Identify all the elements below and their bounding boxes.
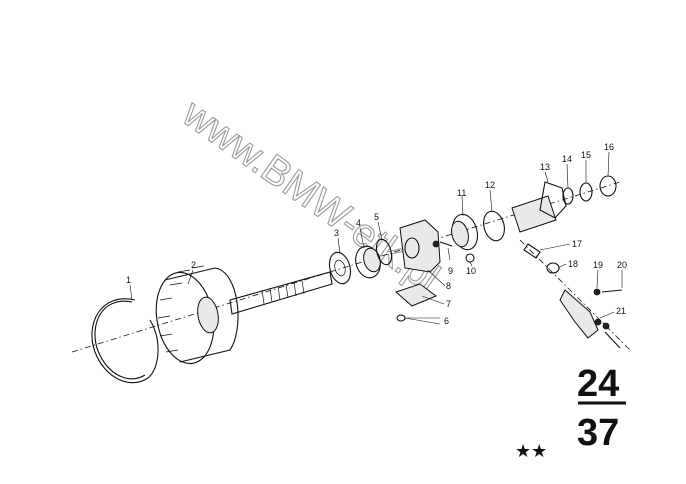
callout-5: 5 [374,212,379,222]
callout-20: 20 [617,260,627,270]
callout-11: 11 [457,188,466,198]
group-number-top: 24 [577,363,619,405]
ring-18-part [546,262,560,274]
callout-6: 6 [444,316,449,326]
callout-19: 19 [593,260,603,270]
callout-10: 10 [466,266,476,276]
output-housing-part [511,181,567,233]
bolt-17-part [523,243,541,259]
callout-13: 13 [540,162,550,172]
clutch-drum-part [155,265,239,365]
group-number: 24 37 [577,363,626,454]
washer-part [328,251,352,285]
needle-bearing-part [451,213,479,251]
screw-20-part [601,289,623,293]
ring-15-part [579,182,593,202]
callout-9: 9 [448,266,453,276]
seal-ring-part [483,210,505,242]
callout-1: 1 [126,275,131,285]
input-shaft-part [229,271,333,315]
callout-2: 2 [191,260,196,270]
ring-16-part [599,175,617,197]
callout-17: 17 [572,239,582,249]
leader-lines [129,151,623,325]
callout-16: 16 [604,142,614,152]
callout-15: 15 [581,150,591,160]
selector-shaft-part [559,289,621,349]
callout-3: 3 [334,228,339,238]
cover-plate-part [395,283,437,307]
stars-marker: ★★ [515,441,547,462]
ring-14-part [562,187,574,205]
callout-14: 14 [562,154,572,164]
callout-8: 8 [446,281,451,291]
callout-4: 4 [356,218,361,228]
ball-19-part [593,288,601,296]
housing-part [399,219,441,273]
callout-7: 7 [446,299,451,309]
callout-21: 21 [616,306,626,316]
ring-part [375,238,393,266]
snap-ring-part [91,298,159,384]
watermark: www.BMW-etk.pl [174,91,447,301]
pin-part [439,241,453,247]
callout-12: 12 [485,180,495,190]
callout-18: 18 [568,259,578,269]
selector-axis-line [519,239,631,351]
nut-part [465,253,475,263]
group-number-bottom: 37 [577,412,619,454]
